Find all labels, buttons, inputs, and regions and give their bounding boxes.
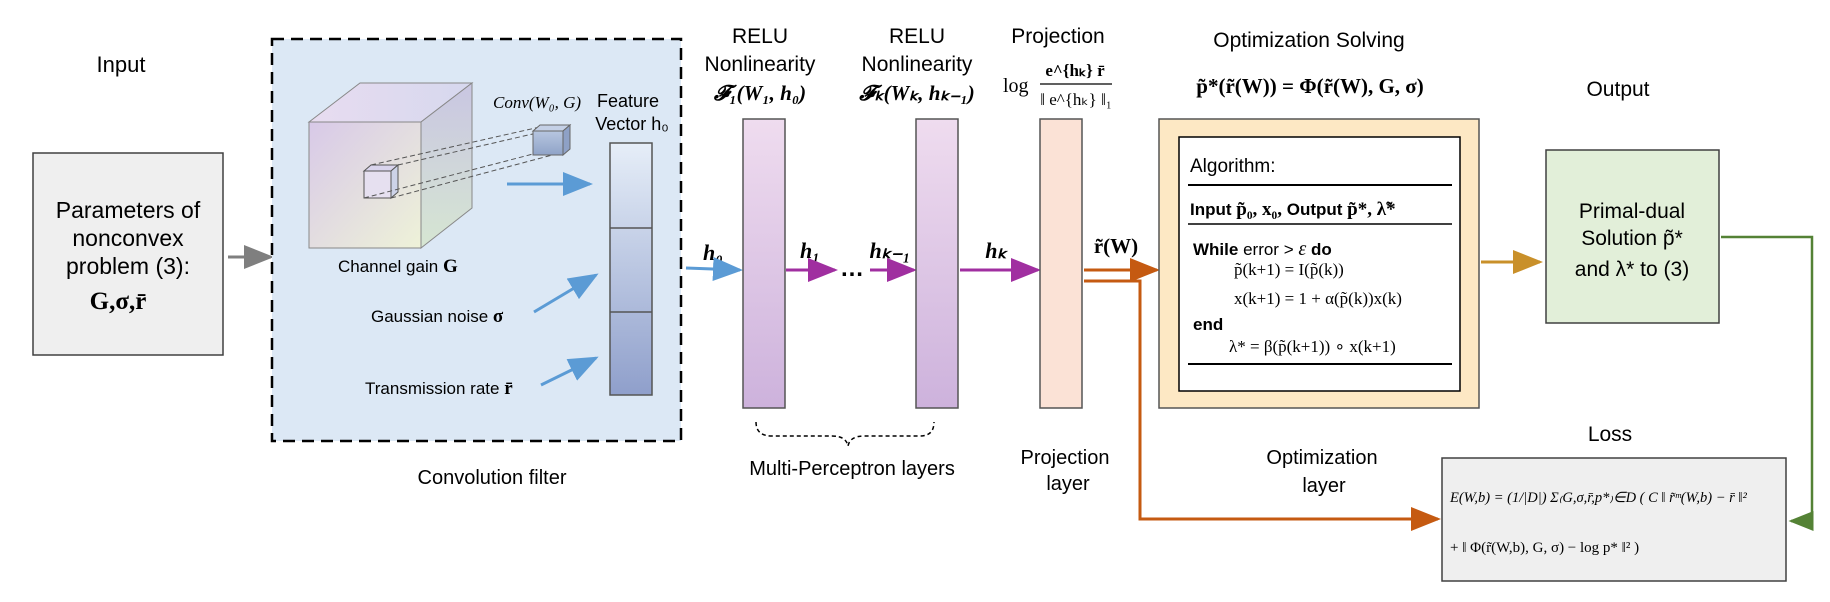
mlp-brace xyxy=(755,421,935,447)
relu1-title: RELU xyxy=(732,25,788,48)
alg-input-vals: p̃₀, x₀, xyxy=(1236,199,1282,220)
alg-input-kw: Input xyxy=(1190,200,1232,219)
feature-vector xyxy=(609,142,653,396)
alg-end: end xyxy=(1193,315,1223,334)
relu-layer-k xyxy=(915,118,959,409)
arrow-rate-to-feature xyxy=(540,356,599,387)
alg-line1: p̃(k+1) = I(p̃(k)) xyxy=(1234,260,1344,279)
output-line3: and λ* to (3) xyxy=(1575,258,1689,281)
gaussian-noise-text: Gaussian noise xyxy=(371,307,488,326)
relu-layer-1 xyxy=(742,118,786,409)
arrow-noise-to-feature xyxy=(533,273,599,314)
alg-eps: ε xyxy=(1298,238,1306,260)
input-box xyxy=(32,152,224,356)
projection-log: log xyxy=(1003,75,1029,97)
conv-output-cube xyxy=(531,123,572,157)
opt-layer-label-1: Optimization xyxy=(1266,447,1377,469)
input-box-line1: Parameters of xyxy=(56,197,201,223)
channel-cube xyxy=(307,81,474,250)
conv-filter-label: Convolution filter xyxy=(418,467,567,489)
channel-gain-text: Channel gain xyxy=(338,257,438,276)
opt-solving-formula: p̃*(r̃(W)) = Φ(r̃(W), G, σ) xyxy=(1196,74,1423,98)
output-line2: Solution p̃* xyxy=(1581,227,1683,250)
output-heading: Output xyxy=(1586,78,1649,101)
r-tilde-label: r̃(W) xyxy=(1094,234,1138,258)
feature-label: Feature xyxy=(597,91,659,111)
output-box xyxy=(1545,149,1720,324)
relu1-math: 𝓕₁(W₁, h₀) xyxy=(713,81,806,105)
projection-layer-label-1: Projection xyxy=(1021,447,1110,469)
projection-title: Projection xyxy=(1011,25,1104,48)
h0-label: h₀ xyxy=(703,240,723,265)
input-box-line3: problem (3): xyxy=(66,253,190,279)
hk1-label: hₖ₋₁ xyxy=(870,238,911,263)
loss-line2: + ‖ Φ(r̃(W,b), G, σ) − log p* ‖² ) xyxy=(1450,540,1639,556)
input-box-math: G,σ,r̄ xyxy=(90,288,147,315)
transmission-rate-label: Transmission rate r̄ xyxy=(365,378,513,399)
output-line1: Primal-dual xyxy=(1579,200,1685,223)
opt-layer-label-2: layer xyxy=(1302,475,1346,497)
transmission-rate-sym: r̄ xyxy=(504,378,513,399)
alg-io-line: Input p̃₀, x₀, Output p̃*, λ̃* xyxy=(1190,199,1396,220)
projection-num: e^{hₖ} r̄ xyxy=(1045,61,1105,80)
alg-output-vals: p̃*, λ̃* xyxy=(1347,199,1395,220)
algorithm-box xyxy=(1178,136,1461,392)
transmission-rate-text: Transmission rate xyxy=(365,379,499,398)
relu2-sub: Nonlinearity xyxy=(862,53,973,76)
hk-label: hₖ xyxy=(985,238,1008,263)
relu2-math: 𝓕ₖ(Wₖ, hₖ₋₁) xyxy=(858,81,975,105)
alg-while-kw: While xyxy=(1193,240,1238,259)
input-box-line2: nonconvex xyxy=(72,225,184,251)
loss-heading: Loss xyxy=(1588,423,1632,446)
loss-box xyxy=(1441,457,1787,582)
alg-do-kw: do xyxy=(1311,240,1332,259)
channel-gain-sym: G xyxy=(443,256,458,277)
projection-den: ‖ e^{hₖ} ‖₁ xyxy=(1040,90,1112,109)
feature-vector-label: Vector h₀ xyxy=(595,114,669,134)
dots-label: … xyxy=(840,255,864,282)
alg-line3: λ* = β(p̃(k+1)) ∘ x(k+1) xyxy=(1229,337,1396,356)
conv-projection-lines xyxy=(363,126,564,199)
alg-cond: error > xyxy=(1243,240,1294,259)
arrow-proj-to-loss xyxy=(1084,279,1441,531)
gaussian-noise-label: Gaussian noise σ xyxy=(371,306,504,327)
mlp-layers-label: Multi-Perceptron layers xyxy=(749,458,955,480)
algorithm-title: Algorithm: xyxy=(1190,156,1276,177)
loss-line1: E(W,b) = (1/|D|) Σ₍G,σ,r̄,p*₎∈D ( C ‖ r̃… xyxy=(1449,490,1747,506)
projection-layer xyxy=(1039,118,1083,409)
projection-layer-label-2: layer xyxy=(1046,473,1090,495)
h1-label: h₁ xyxy=(800,238,820,263)
relu2-title: RELU xyxy=(889,25,945,48)
channel-gain-label: Channel gain G xyxy=(338,256,458,277)
alg-while-line: While error > ε do xyxy=(1193,238,1332,260)
alg-output-kw: Output xyxy=(1287,200,1343,219)
arrow-output-to-loss xyxy=(1721,235,1814,531)
conv-op-label: Conv(W₀, G) xyxy=(493,93,581,112)
relu1-sub: Nonlinearity xyxy=(705,53,816,76)
input-heading: Input xyxy=(97,52,146,77)
arrow-h0 xyxy=(685,257,743,281)
gaussian-noise-sym: σ xyxy=(493,306,504,327)
opt-solving-heading: Optimization Solving xyxy=(1213,29,1404,52)
alg-line2: x(k+1) = 1 + α(p̃(k))x(k) xyxy=(1234,289,1402,308)
